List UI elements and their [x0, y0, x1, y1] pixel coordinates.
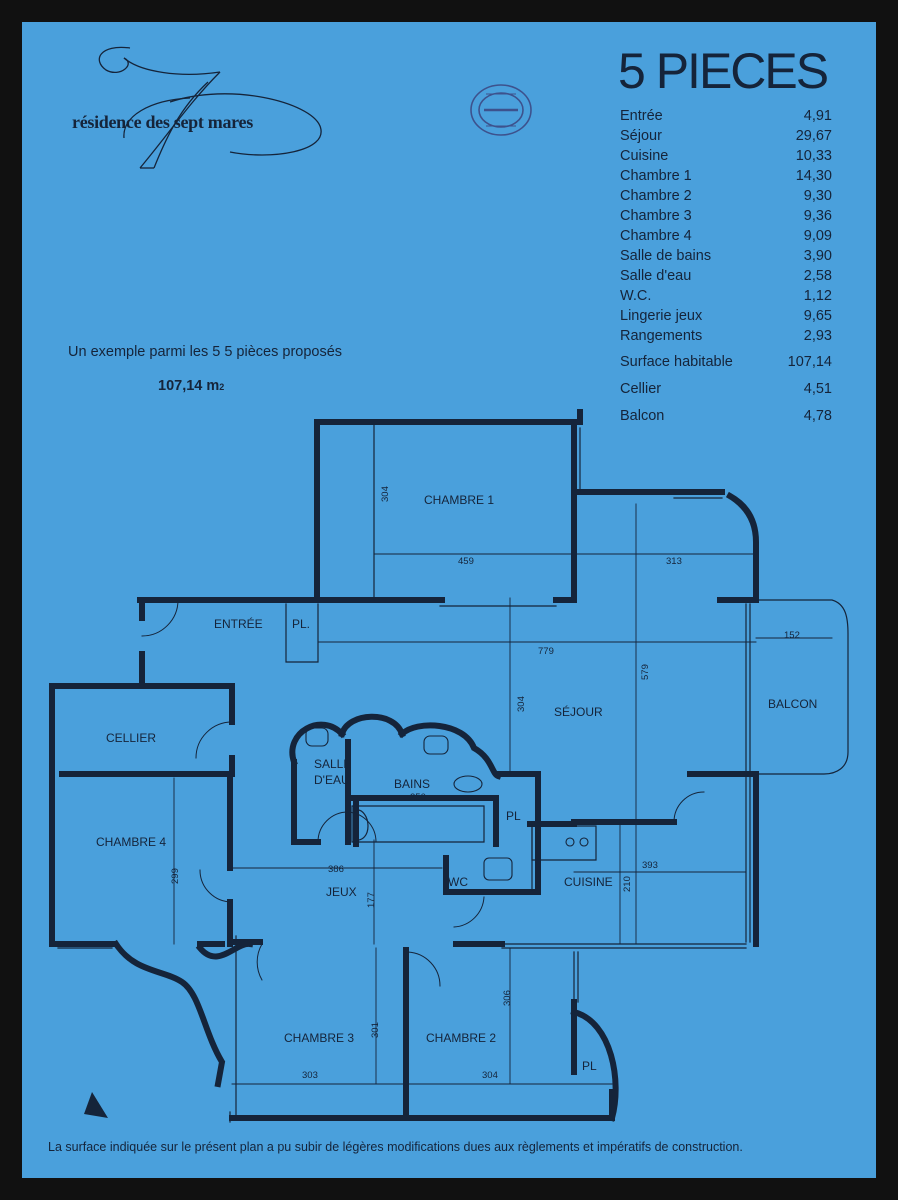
- area-value: 10,33: [795, 148, 832, 164]
- area-value: 14,30: [795, 168, 832, 184]
- area-row: Surface habitable 107,14: [620, 352, 832, 372]
- area-value: 9,65: [803, 308, 832, 324]
- brand-name: résidence des sept mares: [72, 112, 253, 132]
- area-label: Cellier: [620, 381, 662, 397]
- area-label: Chambre 1: [620, 168, 692, 184]
- brochure-sheet: résidence des sept mares 5 PIECES Entrée…: [22, 22, 876, 1178]
- dimension-label: 306: [502, 990, 513, 1006]
- dimension-label: 313: [666, 556, 682, 567]
- area-value: 9,30: [803, 188, 832, 204]
- room-label: CHAMBRE 2: [426, 1031, 496, 1045]
- room-label: WC: [448, 875, 468, 889]
- dimension-label: 304: [380, 486, 391, 502]
- dimension-label: 250: [410, 792, 426, 803]
- area-row: Chambre 2 9,30: [620, 186, 832, 206]
- area-row: Chambre 1 14,30: [620, 166, 832, 186]
- area-row: Séjour 29,67: [620, 126, 832, 146]
- area-row: Lingerie jeux 9,65: [620, 306, 832, 326]
- dimension-label: 779: [538, 646, 554, 657]
- seven-logo-icon: [98, 46, 322, 169]
- dimension-label: 301: [370, 1022, 381, 1038]
- page-title: 5 PIECES: [618, 43, 829, 99]
- caption: Un exemple parmi les 5 5 pièces proposés: [68, 344, 343, 360]
- north-arrow-icon: [84, 1092, 108, 1118]
- surface-label: 107,14 m2: [158, 378, 224, 394]
- dimension-label: 177: [366, 892, 377, 908]
- area-row: W.C. 1,12: [620, 286, 832, 306]
- area-value: 29,67: [795, 128, 832, 144]
- dimension-label: 579: [640, 664, 651, 680]
- area-value: 2,58: [803, 268, 832, 284]
- room-label: BAINS: [394, 777, 430, 791]
- area-row: Entrée 4,91: [620, 106, 832, 126]
- room-label: PL: [582, 1059, 597, 1073]
- room-label: ENTRÉE: [214, 616, 263, 631]
- area-row: Cellier 4,51: [620, 379, 832, 399]
- room-label: BALCON: [768, 697, 817, 711]
- area-label: Cuisine: [620, 148, 669, 164]
- dimension-label: 304: [516, 696, 527, 712]
- area-value: 2,93: [803, 328, 832, 344]
- area-row: Chambre 4 9,09: [620, 226, 832, 246]
- room-label: JEUX: [326, 885, 357, 899]
- room-label: CHAMBRE 4: [96, 835, 166, 849]
- dimension-label: 386: [328, 864, 344, 875]
- area-label: Balcon: [620, 408, 665, 424]
- area-row: Balcon 4,78: [620, 406, 832, 426]
- room-label: SÉJOUR: [554, 704, 603, 719]
- surface-value: 107,14 m: [158, 378, 220, 394]
- area-label: Salle de bains: [620, 248, 712, 264]
- room-label: CHAMBRE 3: [284, 1031, 354, 1045]
- area-value: 3,90: [803, 248, 832, 264]
- area-label: Séjour: [620, 128, 662, 144]
- room-label: PL.: [292, 617, 310, 631]
- area-value: 107,14: [787, 354, 832, 370]
- area-label: Surface habitable: [620, 354, 733, 370]
- museum-stamp-icon: [470, 84, 532, 136]
- area-label: Chambre 3: [620, 208, 692, 224]
- area-label: Entrée: [620, 108, 663, 124]
- room-label: SALLE: [314, 757, 351, 771]
- area-label: W.C.: [620, 288, 652, 304]
- room-label: D'EAU: [314, 773, 350, 787]
- dimension-label: 393: [642, 860, 658, 871]
- area-row: Salle d'eau 2,58: [620, 266, 832, 286]
- floor-plan: CHAMBRE 1 ENTRÉE PL. SÉJOUR BALCON CELLI…: [49, 409, 849, 1123]
- dimension-label: 303: [302, 1070, 318, 1081]
- room-label: CELLIER: [106, 731, 156, 745]
- area-value: 4,51: [803, 381, 832, 397]
- area-label: Chambre 2: [620, 188, 692, 204]
- area-label: Chambre 4: [620, 228, 692, 244]
- area-value: 4,78: [803, 408, 832, 424]
- area-row: Salle de bains 3,90: [620, 246, 832, 266]
- area-value: 9,36: [803, 208, 832, 224]
- area-label: Rangements: [620, 328, 703, 344]
- dimension-label: 299: [170, 868, 181, 884]
- area-row: Cuisine 10,33: [620, 146, 832, 166]
- area-value: 4,91: [803, 108, 832, 124]
- area-label: Lingerie jeux: [620, 308, 703, 324]
- room-label: CUISINE: [564, 875, 613, 889]
- area-value: 9,09: [803, 228, 832, 244]
- room-label: CHAMBRE 1: [424, 493, 494, 507]
- disclaimer-text: La surface indiquée sur le présent plan …: [48, 1140, 743, 1154]
- dimension-label: 304: [482, 1070, 498, 1081]
- room-label: PL: [506, 809, 521, 823]
- dimension-label: 459: [458, 556, 474, 567]
- area-value: 1,12: [803, 288, 832, 304]
- area-row: Chambre 3 9,36: [620, 206, 832, 226]
- area-label: Salle d'eau: [620, 268, 692, 284]
- dimension-label: 152: [784, 630, 800, 641]
- surface-unit: 2: [219, 382, 225, 392]
- area-row: Rangements 2,93: [620, 326, 832, 346]
- dimension-label: 210: [622, 876, 633, 892]
